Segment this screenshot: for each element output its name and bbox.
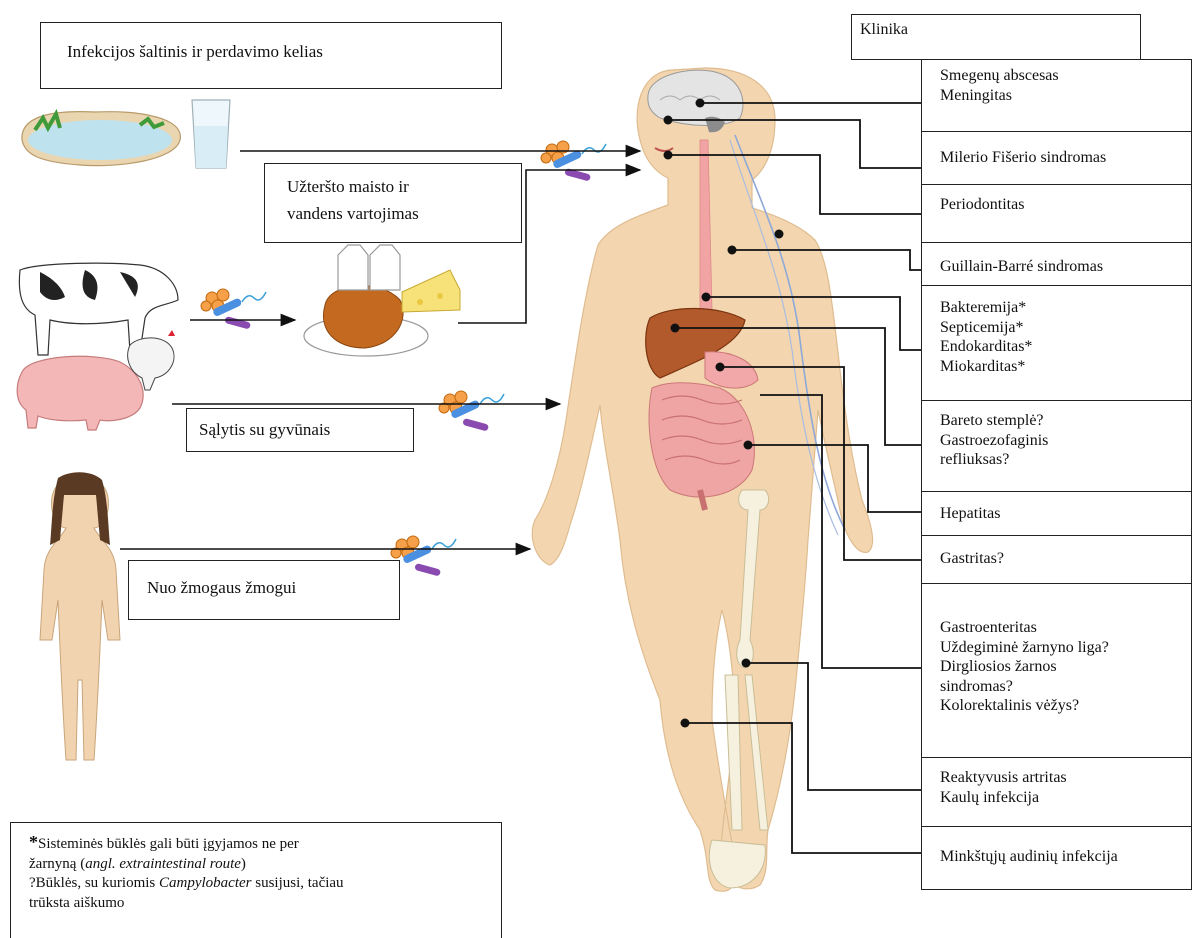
- footnote-line1: Sisteminės būklės gali būti įgyjamos ne …: [38, 836, 299, 852]
- clinic-item-soft-tissue: Minkštųjų audinių infekcija: [921, 826, 1192, 890]
- clinic-item-periodontitis: Periodontitas: [921, 184, 1192, 243]
- footnote-line3-italic: Campylobacter: [159, 875, 251, 891]
- clinic-item-line: Miokarditas*: [940, 357, 1191, 377]
- bacteria-icon: [439, 391, 504, 431]
- footnote-line2-start: žarnyną (: [29, 856, 85, 872]
- food-water-route-box: Užteršto maisto ir vandens vartojimas: [264, 163, 522, 243]
- clinic-item-line: Dirgliosios žarnos: [940, 657, 1191, 677]
- footnote-star: *: [29, 832, 38, 852]
- footnote-line3-end: susijusi, tačiau: [251, 875, 343, 891]
- clinic-item-line: Reaktyvusis artritas: [940, 768, 1191, 788]
- source-title: Infekcijos šaltinis ir perdavimo kelias: [67, 42, 323, 61]
- source-title-box: Infekcijos šaltinis ir perdavimo kelias: [40, 22, 502, 89]
- clinic-item-line: Periodontitas: [940, 195, 1191, 215]
- food-water-route-line2: vandens vartojimas: [287, 200, 521, 227]
- milk-bottles-illustration: [338, 245, 400, 290]
- clinic-item-line: Septicemija*: [940, 318, 1191, 338]
- clinic-item-line: Guillain-Barré sindromas: [940, 257, 1191, 277]
- clinic-item-guillain-barre: Guillain-Barré sindromas: [921, 242, 1192, 286]
- clinic-item-line: Kolorektalinis vėžys?: [940, 696, 1191, 716]
- pig-illustration: [17, 356, 143, 430]
- clinic-header-box: Klinika: [851, 14, 1141, 60]
- clinic-item-intestinal: Gastroenteritas Uždegiminė žarnyno liga?…: [921, 583, 1192, 758]
- clinic-item-arthritis: Reaktyvusis artritas Kaulų infekcija: [921, 757, 1192, 827]
- clinic-item-gastritis: Gastritas?: [921, 535, 1192, 584]
- footnote-line2-italic: angl. extraintestinal route: [85, 856, 241, 872]
- clinic-item-hepatitis: Hepatitas: [921, 491, 1192, 536]
- clinic-item-line: Gastroenteritas: [940, 618, 1191, 638]
- footnote-line2-end: ): [241, 856, 246, 872]
- clinic-item-line: Smegenų abscesas: [940, 66, 1191, 86]
- clinic-item-line: refliuksas?: [940, 450, 1191, 470]
- clinic-item-systemic: Bakteremija* Septicemija* Endokarditas* …: [921, 285, 1192, 401]
- clinic-item-miller-fisher: Milerio Fišerio sindromas: [921, 131, 1192, 185]
- clinic-item-line: Endokarditas*: [940, 337, 1191, 357]
- clinic-item-line: Uždegiminė žarnyno liga?: [940, 638, 1191, 658]
- clinic-header: Klinika: [860, 21, 908, 38]
- clinic-item-esophagus: Bareto stemplė? Gastroezofaginis refliuk…: [921, 400, 1192, 492]
- clinic-item-line: Hepatitas: [940, 504, 1191, 524]
- water-glass-illustration: [192, 100, 230, 168]
- footnote-line4: trūksta aiškumo: [29, 894, 501, 914]
- bacteria-icon: [391, 536, 456, 576]
- woman-illustration: [40, 472, 120, 760]
- clinic-item-line: Milerio Fišerio sindromas: [940, 148, 1191, 168]
- clinic-item-line: sindromas?: [940, 677, 1191, 697]
- animal-contact-route-box: Sąlytis su gyvūnais: [186, 408, 414, 452]
- clinic-item-brain: Smegenų abscesas Meningitas: [921, 59, 1192, 132]
- bacteria-icon: [201, 289, 266, 329]
- clinic-item-line: Gastroezofaginis: [940, 431, 1191, 451]
- cheese-illustration: [402, 270, 460, 312]
- pond-illustration: [22, 112, 180, 166]
- clinic-item-line: Minkštųjų audinių infekcija: [940, 847, 1191, 867]
- clinic-item-line: Gastritas?: [940, 549, 1191, 569]
- footnote-box: *Sisteminės būklės gali būti įgyjamos ne…: [10, 822, 502, 938]
- clinic-item-line: Bareto stemplė?: [940, 411, 1191, 431]
- food-water-route-line1: Užteršto maisto ir: [287, 173, 521, 200]
- human-route-label: Nuo žmogaus žmogui: [147, 578, 296, 597]
- footnote-line3-start: ?Būklės, su kuriomis: [29, 875, 159, 891]
- human-route-box: Nuo žmogaus žmogui: [128, 560, 400, 620]
- clinic-item-line: Kaulų infekcija: [940, 788, 1191, 808]
- bacteria-icon: [541, 141, 606, 181]
- clinic-item-line: Bakteremija*: [940, 298, 1191, 318]
- animal-contact-route-label: Sąlytis su gyvūnais: [199, 420, 330, 439]
- clinic-item-line: Meningitas: [940, 86, 1191, 106]
